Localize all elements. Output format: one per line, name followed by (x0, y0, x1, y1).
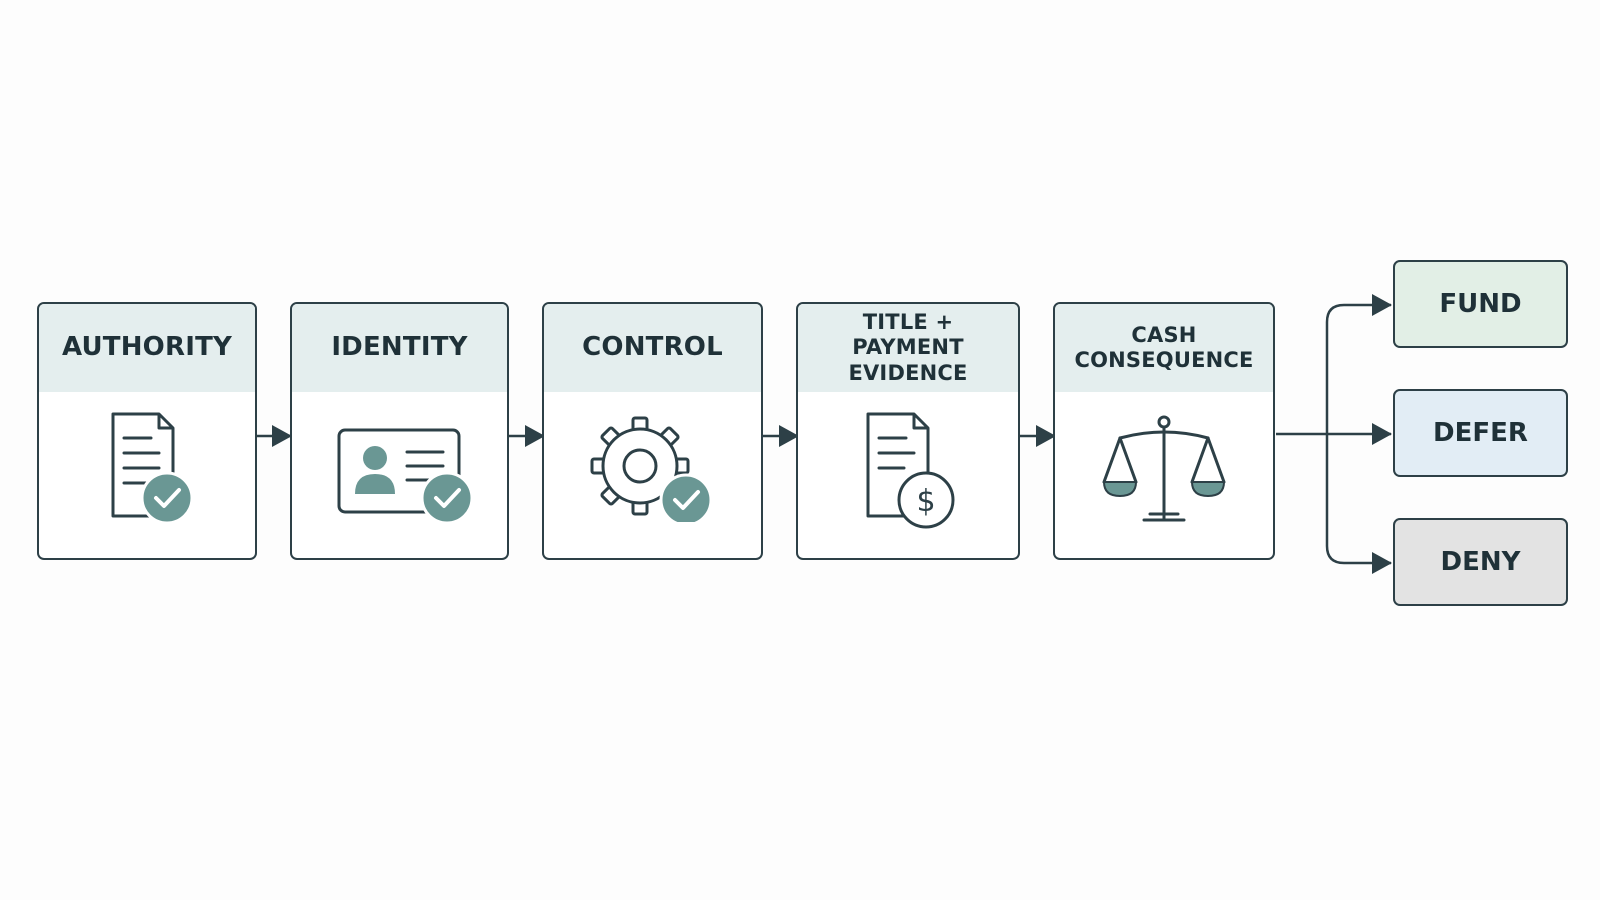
gear-check-icon (590, 416, 712, 522)
outcome-deny-label: DENY (1440, 547, 1521, 577)
step-title-payment-label-line2: PAYMENT EVIDENCE (848, 335, 968, 385)
step-cash-consequence: CASH CONSEQUENCE (1053, 302, 1275, 560)
document-dollar-icon: $ (866, 412, 955, 529)
step-title-payment: TITLE + PAYMENT EVIDENCE $ (796, 302, 1020, 560)
branch-fund (1325, 294, 1392, 434)
outcome-defer: DEFER (1393, 389, 1568, 477)
step-authority-label: AUTHORITY (61, 332, 233, 363)
outcome-deny: DENY (1393, 518, 1568, 606)
svg-text:$: $ (916, 484, 935, 519)
step-identity-label: IDENTITY (331, 332, 468, 363)
step-identity-header: IDENTITY (292, 304, 507, 392)
step-cash-consequence-label-line2: CONSEQUENCE (1074, 348, 1254, 372)
step-control: CONTROL (542, 302, 763, 560)
step-control-label: CONTROL (582, 332, 723, 363)
step-cash-consequence-header: CASH CONSEQUENCE (1055, 304, 1273, 392)
outcome-fund-label: FUND (1439, 289, 1522, 319)
step-identity: IDENTITY (290, 302, 509, 560)
step-title-payment-label-line1: TITLE + (862, 310, 954, 335)
branch-connector (1276, 294, 1392, 574)
scales-icon (1102, 415, 1226, 522)
outcome-fund: FUND (1393, 260, 1568, 348)
step-control-header: CONTROL (544, 304, 761, 392)
outcome-defer-label: DEFER (1433, 418, 1528, 448)
step-authority: AUTHORITY (37, 302, 257, 560)
document-check-icon (111, 412, 194, 522)
branch-deny (1325, 434, 1392, 574)
step-authority-header: AUTHORITY (39, 304, 255, 392)
id-card-check-icon (337, 428, 473, 522)
step-title-payment-header: TITLE + PAYMENT EVIDENCE (798, 304, 1018, 392)
step-cash-consequence-label-line1: CASH (1131, 322, 1197, 347)
